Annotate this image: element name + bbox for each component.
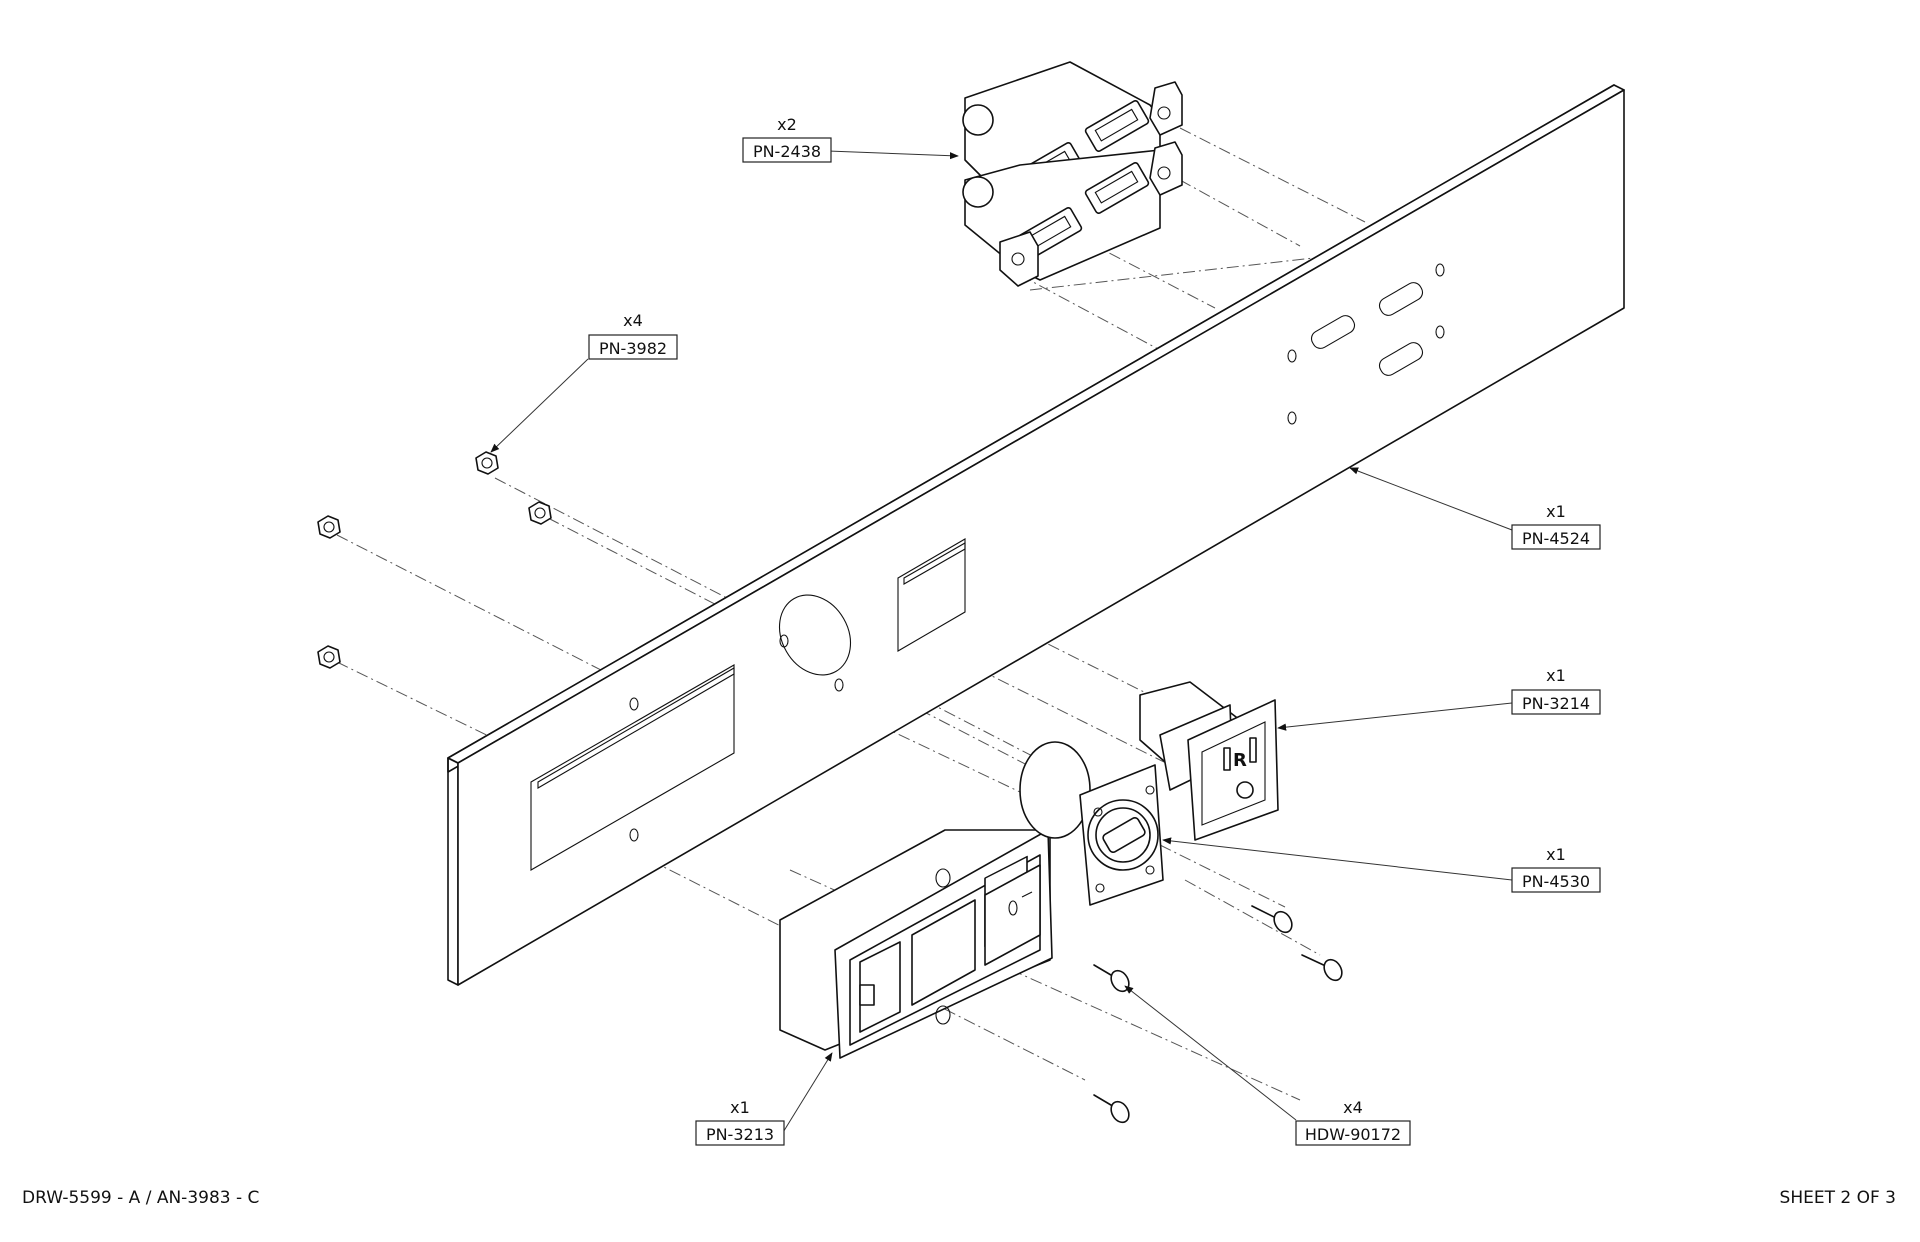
callout-pn-3214: x1 PN-3214 bbox=[1511, 666, 1601, 715]
qty-label: x1 bbox=[730, 1098, 750, 1117]
part-label: PN-2438 bbox=[753, 142, 821, 161]
qty-label: x2 bbox=[777, 115, 797, 134]
hex-nuts bbox=[317, 451, 552, 669]
power-outlet: R bbox=[1139, 681, 1279, 841]
part-label: PN-3213 bbox=[706, 1125, 774, 1144]
part-label: PN-3214 bbox=[1522, 694, 1590, 713]
qty-label: x1 bbox=[1546, 845, 1566, 864]
leader-lines bbox=[490, 150, 1513, 1135]
callout-pn-4530: x1 PN-4530 bbox=[1511, 845, 1601, 893]
sheet-number: SHEET 2 OF 3 bbox=[1779, 1188, 1896, 1208]
callout-pn-3982: x4 PN-3982 bbox=[588, 311, 678, 360]
data-connector bbox=[1019, 741, 1164, 906]
part-label: PN-4530 bbox=[1522, 872, 1590, 891]
front-panel bbox=[447, 84, 1625, 986]
qty-label: x1 bbox=[1546, 502, 1566, 521]
screws bbox=[1093, 905, 1343, 1124]
qty-label: x1 bbox=[1546, 666, 1566, 685]
part-label: HDW-90172 bbox=[1305, 1125, 1401, 1144]
qty-label: x4 bbox=[623, 311, 643, 330]
qty-label: x4 bbox=[1343, 1098, 1363, 1117]
callout-pn-4524: x1 PN-4524 bbox=[1511, 502, 1601, 550]
drawing-id: DRW-5599 - A / AN-3983 - C bbox=[22, 1188, 260, 1208]
callout-pn-2438: x2 PN-2438 bbox=[742, 115, 832, 163]
svg-text:R: R bbox=[1233, 750, 1247, 771]
usb-slots bbox=[1287, 263, 1445, 425]
power-entry-module bbox=[779, 829, 1053, 1059]
part-label: PN-4524 bbox=[1522, 529, 1590, 548]
callout-pn-3213: x1 PN-3213 bbox=[695, 1098, 785, 1146]
callout-hdw-90172: x4 HDW-90172 bbox=[1295, 1098, 1411, 1146]
part-label: PN-3982 bbox=[599, 339, 667, 358]
usb-module-lower bbox=[962, 141, 1183, 287]
